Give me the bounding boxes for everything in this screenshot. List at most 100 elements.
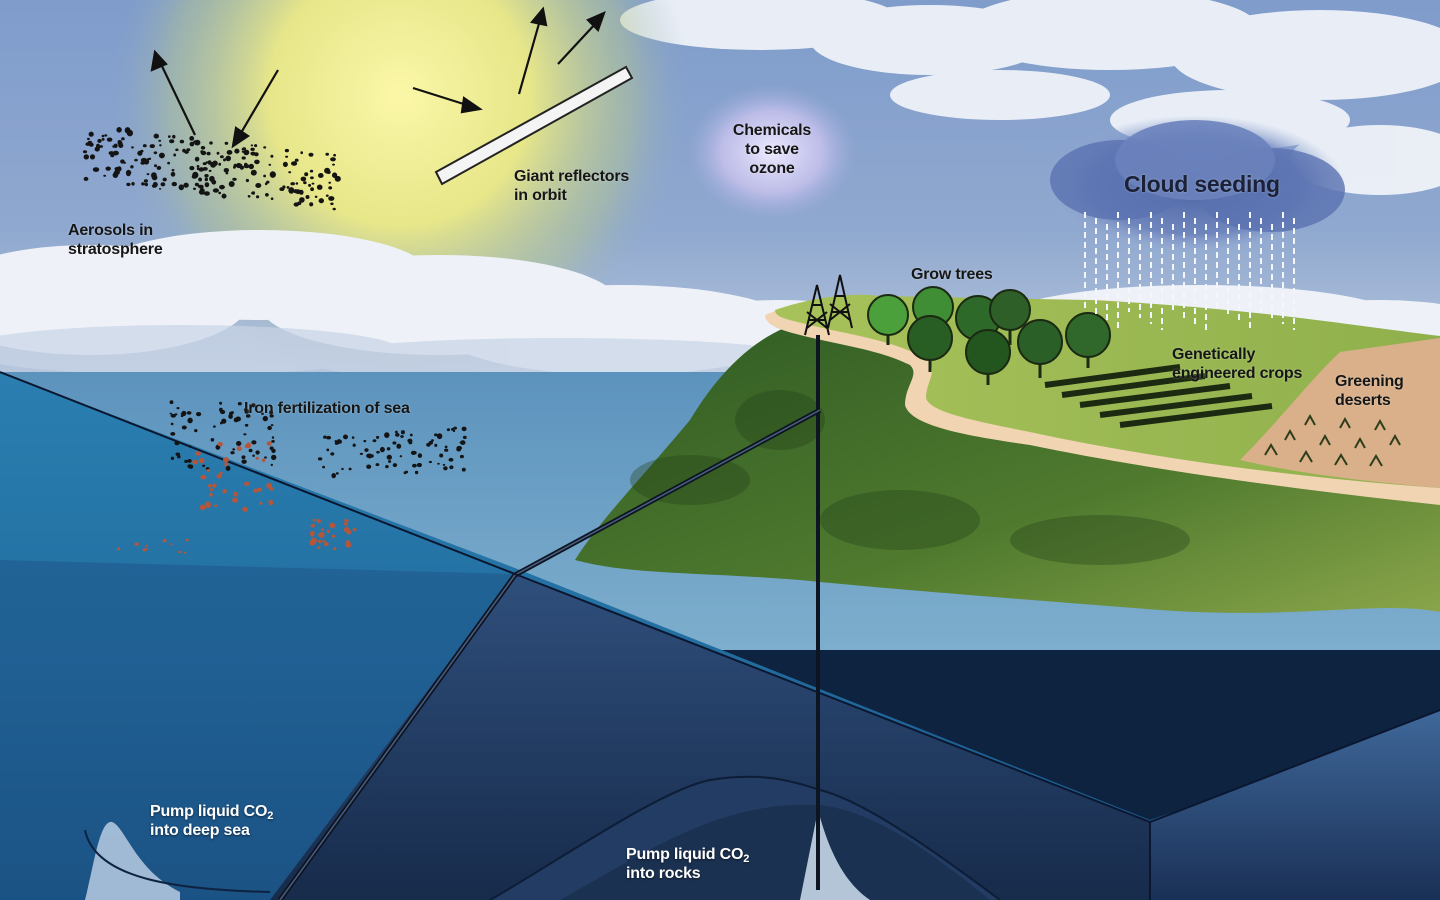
particle bbox=[236, 441, 242, 446]
particle bbox=[375, 463, 380, 467]
desert-plants bbox=[1264, 413, 1401, 467]
particle bbox=[208, 169, 212, 172]
particle bbox=[318, 198, 324, 204]
particle bbox=[225, 465, 231, 471]
desert bbox=[1240, 338, 1440, 488]
particle bbox=[213, 425, 216, 428]
particle bbox=[446, 428, 450, 432]
label-iron-fertilization: Iron fertilization of sea bbox=[244, 400, 410, 417]
particle bbox=[270, 154, 274, 158]
particle bbox=[220, 155, 224, 159]
particle bbox=[250, 169, 257, 176]
particle bbox=[211, 179, 217, 185]
particle bbox=[407, 438, 413, 443]
particle bbox=[344, 518, 349, 523]
particle bbox=[212, 160, 218, 167]
particle bbox=[179, 139, 185, 144]
crop-field bbox=[1044, 364, 1273, 428]
particle bbox=[181, 410, 187, 416]
particle bbox=[417, 453, 423, 458]
particle bbox=[265, 193, 269, 197]
particle bbox=[200, 150, 204, 154]
particle bbox=[442, 463, 446, 466]
particle bbox=[183, 551, 187, 554]
particle bbox=[400, 430, 405, 435]
particle bbox=[266, 441, 272, 446]
particle bbox=[444, 445, 448, 449]
particle bbox=[330, 157, 336, 162]
particle bbox=[325, 194, 329, 197]
particle bbox=[191, 174, 198, 179]
particle bbox=[219, 401, 223, 405]
particle bbox=[364, 448, 369, 452]
particle bbox=[108, 151, 115, 156]
particle bbox=[140, 157, 148, 163]
particle bbox=[317, 457, 323, 461]
particle bbox=[286, 186, 290, 189]
particle bbox=[101, 134, 105, 138]
particle bbox=[462, 435, 467, 439]
particle bbox=[253, 488, 258, 493]
particle bbox=[170, 171, 176, 177]
deep-sea-section bbox=[270, 574, 1150, 900]
particle bbox=[224, 141, 229, 145]
particle bbox=[324, 541, 329, 547]
particle bbox=[385, 465, 389, 469]
particle bbox=[308, 152, 314, 157]
particle bbox=[154, 164, 157, 168]
particle bbox=[333, 153, 336, 157]
particle bbox=[328, 181, 332, 184]
particle bbox=[399, 455, 403, 458]
particle bbox=[244, 423, 249, 427]
particle bbox=[233, 165, 236, 169]
particle bbox=[199, 188, 205, 192]
particle bbox=[187, 464, 192, 469]
particle bbox=[271, 440, 275, 443]
particle bbox=[244, 481, 250, 486]
ozone-glow bbox=[687, 84, 857, 220]
particle bbox=[250, 144, 254, 147]
particle bbox=[202, 167, 208, 171]
particle bbox=[105, 166, 111, 171]
particle bbox=[116, 127, 122, 133]
particle bbox=[359, 452, 363, 455]
particle bbox=[178, 184, 184, 191]
particle bbox=[241, 455, 246, 460]
particle bbox=[223, 158, 226, 162]
particle bbox=[170, 422, 174, 426]
particle bbox=[235, 416, 241, 422]
particle bbox=[181, 425, 187, 430]
particle bbox=[117, 141, 123, 146]
particle bbox=[208, 484, 212, 488]
particle bbox=[271, 448, 276, 453]
particle bbox=[184, 150, 189, 154]
particle bbox=[243, 408, 247, 411]
particle bbox=[243, 164, 250, 169]
particle bbox=[239, 165, 244, 170]
particle bbox=[242, 506, 249, 512]
particle bbox=[237, 402, 242, 406]
particle bbox=[247, 195, 251, 198]
particle bbox=[204, 177, 208, 182]
particle bbox=[234, 148, 240, 154]
particle bbox=[256, 487, 262, 492]
particle bbox=[189, 166, 193, 169]
particle bbox=[194, 429, 198, 433]
particle bbox=[199, 504, 206, 511]
particle bbox=[126, 182, 131, 187]
particle bbox=[143, 179, 148, 183]
particle bbox=[297, 201, 302, 205]
particle bbox=[180, 414, 184, 418]
particle bbox=[376, 435, 380, 439]
particle bbox=[270, 463, 273, 467]
particle bbox=[116, 547, 121, 551]
particle bbox=[241, 148, 245, 151]
particle bbox=[332, 207, 336, 211]
particle bbox=[221, 193, 227, 199]
particle bbox=[230, 451, 235, 455]
particle bbox=[194, 156, 200, 162]
particle bbox=[216, 151, 220, 155]
